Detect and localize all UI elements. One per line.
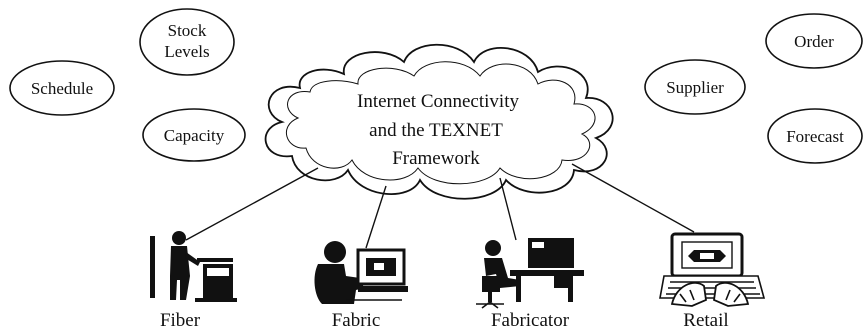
link-cloud-fiber <box>185 167 319 241</box>
link-cloud-retail <box>571 163 695 233</box>
oval-schedule: Schedule <box>9 60 115 116</box>
oval-capacity: Capacity <box>142 108 246 162</box>
node-fabricator-label: Fabricator <box>491 310 570 331</box>
oval-supplier: Supplier <box>644 59 746 115</box>
node-retail: Retail <box>659 232 766 331</box>
person-at-machine-icon <box>150 231 237 302</box>
node-fiber-label: Fiber <box>160 310 201 331</box>
person-at-workstation-icon <box>476 238 584 309</box>
cloud-label-line3: Framework <box>392 148 480 169</box>
node-fabricator: Fabricator <box>476 238 584 331</box>
oval-capacity-label: Capacity <box>164 126 225 145</box>
oval-stock-levels: Stock Levels <box>139 8 235 76</box>
node-fabric: Fabric <box>314 241 408 331</box>
oval-forecast-label: Forecast <box>786 127 844 146</box>
oval-stock-levels-label-line2: Levels <box>164 42 209 61</box>
cloud: Internet Connectivity and the TEXNET Fra… <box>264 43 614 200</box>
oval-order-label: Order <box>794 32 834 51</box>
oval-forecast: Forecast <box>767 108 863 164</box>
cloud-label-line1: Internet Connectivity <box>357 91 519 112</box>
oval-stock-levels-label-line1: Stock <box>168 21 207 40</box>
oval-supplier-label: Supplier <box>666 78 724 97</box>
link-cloud-fabricator <box>499 177 517 241</box>
link-cloud-fabric <box>365 185 387 249</box>
oval-order: Order <box>765 13 863 69</box>
node-fabric-label: Fabric <box>332 310 381 331</box>
node-retail-label: Retail <box>683 310 728 331</box>
oval-schedule-label: Schedule <box>31 79 93 98</box>
node-fiber: Fiber <box>150 231 237 331</box>
cloud-label-line2: and the TEXNET <box>369 120 503 141</box>
person-at-computer-icon <box>314 241 408 304</box>
hands-on-keyboard-icon <box>659 232 766 307</box>
cloud-inner-outline <box>286 61 596 185</box>
